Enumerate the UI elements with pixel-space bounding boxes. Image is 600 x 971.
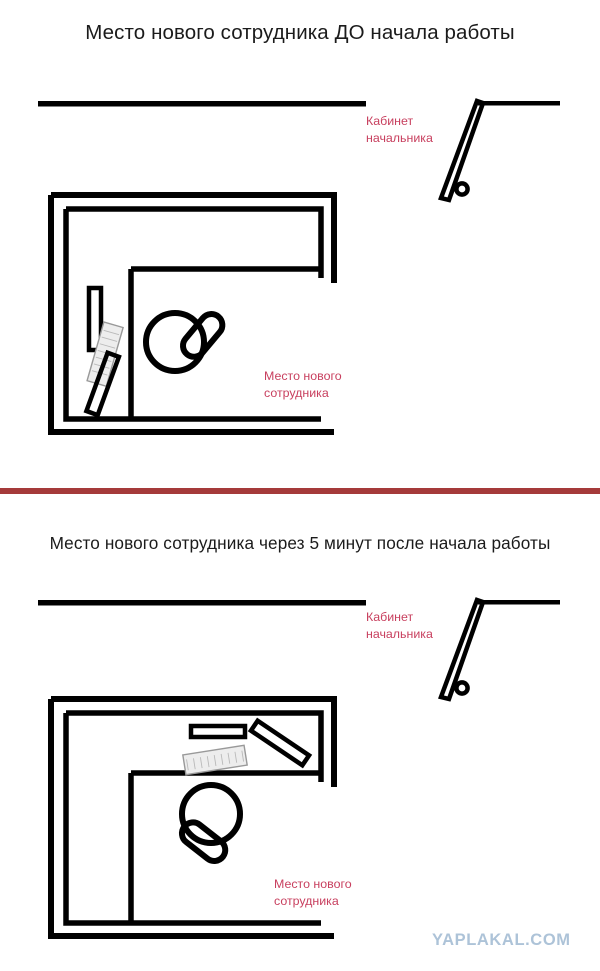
desk-accessory-shape <box>83 349 122 419</box>
label-boss-office-before: Кабинет начальника <box>366 114 433 145</box>
boss-office-door <box>438 98 486 203</box>
site-watermark: YAPLAKAL.COM <box>432 931 571 949</box>
corridor-wall-right <box>478 101 560 106</box>
room-outer-walls <box>48 696 337 939</box>
monitor-shape <box>86 285 104 353</box>
panel-divider <box>0 488 600 494</box>
boss-office-door <box>438 597 486 702</box>
keyboard-shape <box>182 744 248 776</box>
label-boss-office-after: Кабинет начальника <box>366 610 433 641</box>
corridor-wall-right <box>478 600 560 605</box>
label-new-employee-seat-before: Место нового сотрудника <box>264 369 342 400</box>
floorplan-diagram-before <box>0 90 600 450</box>
corridor-wall-left <box>38 101 366 107</box>
door-knob-icon <box>454 181 470 197</box>
door-knob-icon <box>454 680 470 696</box>
office-chair-shape <box>178 782 243 865</box>
corridor-wall-left <box>38 600 366 606</box>
monitor-shape <box>188 723 248 740</box>
office-chair-shape <box>143 310 226 374</box>
desk-outline <box>63 206 324 422</box>
desk-accessory-shape <box>247 717 313 769</box>
panel-title-after: Место нового сотрудника через 5 минут по… <box>49 533 551 553</box>
panel-title-before: Место нового сотрудника ДО начала работы <box>85 21 515 44</box>
room-outer-walls <box>48 192 337 435</box>
desk-outline <box>63 710 324 926</box>
floorplan-diagram-after <box>0 586 600 946</box>
label-new-employee-seat-after: Место нового сотрудника <box>274 877 352 908</box>
